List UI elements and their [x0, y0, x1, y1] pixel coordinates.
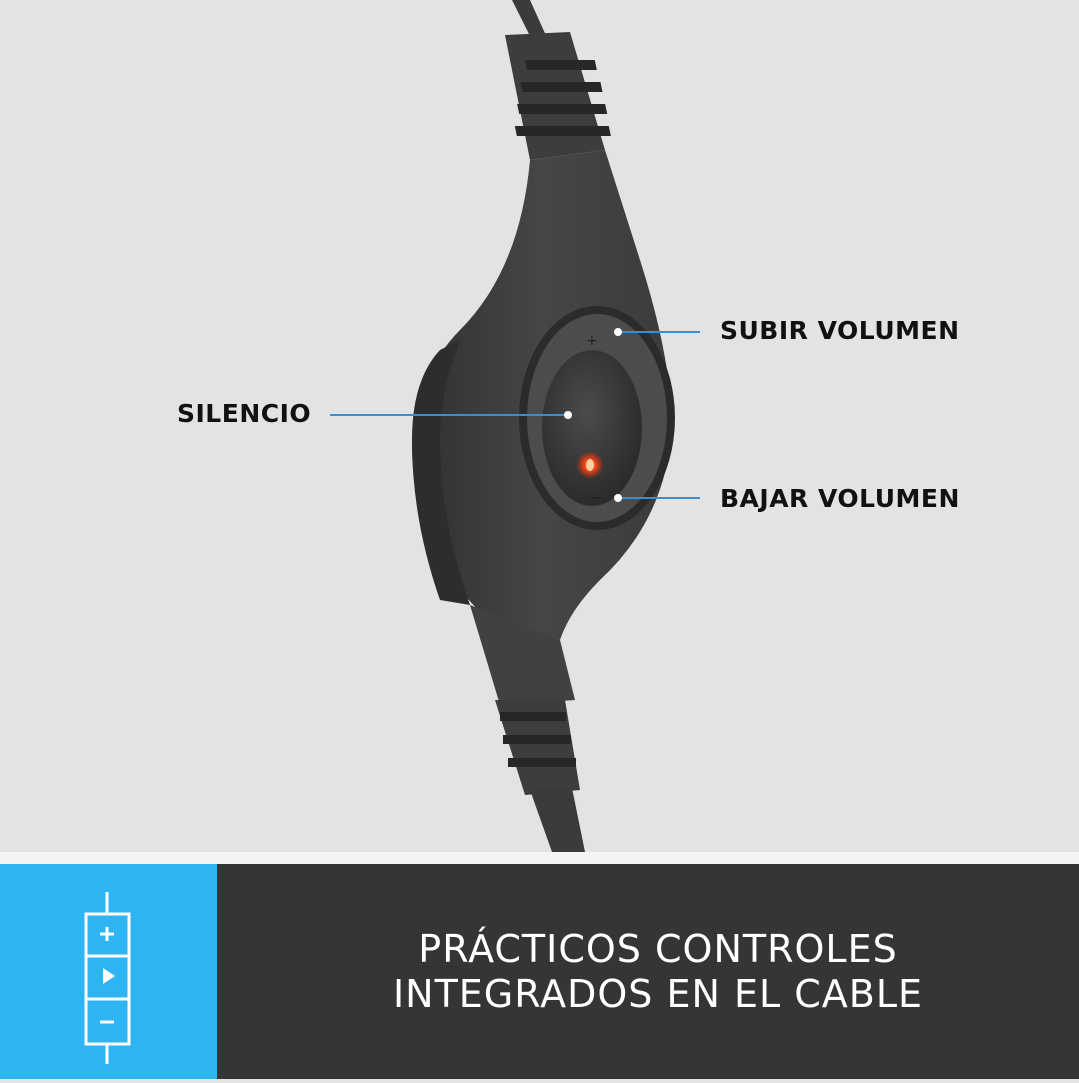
minus-marking: −	[590, 490, 602, 506]
play-icon	[103, 968, 115, 984]
banner-line-1: PRÁCTICOS CONTROLES	[418, 926, 898, 971]
plus-marking: +	[586, 333, 598, 349]
cable-bottom	[530, 788, 585, 852]
inline-remote-icon	[84, 892, 131, 1064]
cable-top	[512, 0, 548, 40]
divider	[0, 852, 1079, 864]
feature-banner: PRÁCTICOS CONTROLES INTEGRADOS EN EL CAB…	[0, 864, 1079, 1079]
mute-button	[542, 350, 642, 506]
lower-neck	[470, 605, 575, 705]
banner-text-panel: PRÁCTICOS CONTROLES INTEGRADOS EN EL CAB…	[217, 864, 1079, 1079]
callout-volume-down: BAJAR VOLUMEN	[720, 484, 960, 513]
side-grip	[412, 340, 470, 605]
banner-headline: PRÁCTICOS CONTROLES INTEGRADOS EN EL CAB…	[393, 927, 923, 1017]
banner-icon-panel	[0, 864, 217, 1079]
callout-volume-up: SUBIR VOLUMEN	[720, 316, 960, 345]
callout-mute: SILENCIO	[177, 399, 312, 428]
strain-relief-bottom	[495, 700, 580, 795]
product-photo: + − SUBIR VOLUMEN SILENCIO BAJAR VOLUMEN	[177, 0, 960, 852]
inline-controller-illustration: + −	[330, 0, 700, 852]
banner-line-2: INTEGRADOS EN EL CABLE	[392, 971, 924, 1016]
strain-relief-top	[505, 32, 611, 160]
